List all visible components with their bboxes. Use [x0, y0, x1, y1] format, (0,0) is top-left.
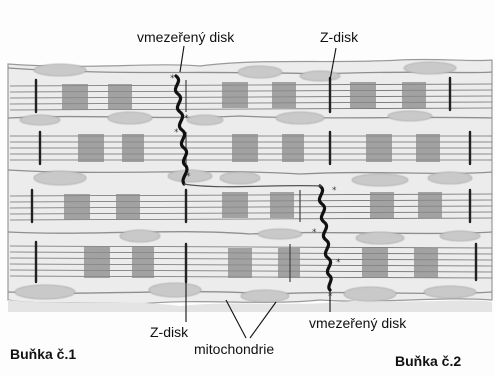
- mitochondrion: [34, 171, 86, 185]
- mitochondrion: [20, 115, 60, 125]
- label-z-disc-bottom: Z-disk: [150, 325, 188, 339]
- mitochondrion: [108, 112, 152, 124]
- mitochondrion: [428, 172, 472, 184]
- label-cell-2: Buňka č.2: [395, 354, 461, 368]
- svg-text:⁎: ⁎: [184, 111, 189, 121]
- mitochondrion: [356, 232, 404, 244]
- mitochondrion: [352, 174, 408, 186]
- mitochondrion: [276, 112, 324, 124]
- mitochondrion: [120, 230, 160, 242]
- mitochondrion: [241, 290, 289, 302]
- mitochondrion: [220, 172, 260, 184]
- label-intercalated-disc-bottom: vmezeřený disk: [309, 316, 406, 330]
- mitochondrion: [404, 62, 456, 74]
- svg-text:⁎: ⁎: [332, 183, 337, 193]
- mitochondrion: [344, 287, 396, 301]
- mitochondrion: [440, 231, 480, 241]
- label-cell-1: Buňka č.1: [10, 347, 76, 361]
- mitochondrion: [388, 111, 432, 121]
- mitochondrion: [238, 66, 282, 78]
- mitochondrion: [15, 285, 75, 299]
- svg-text:⁎: ⁎: [174, 125, 179, 135]
- mitochondrion: [258, 229, 302, 239]
- mitochondrion: [34, 64, 86, 76]
- mitochondrion: [187, 115, 223, 125]
- label-z-disc-top: Z-disk: [320, 30, 358, 44]
- label-intercalated-disc-top: vmezeřený disk: [137, 30, 234, 44]
- mitochondrion: [300, 71, 340, 81]
- svg-text:⁎: ⁎: [312, 225, 317, 235]
- mitochondrion: [149, 283, 201, 297]
- svg-text:⁎: ⁎: [186, 169, 191, 179]
- svg-text:⁎: ⁎: [336, 255, 341, 265]
- label-mitochondria: mitochondrie: [194, 342, 274, 356]
- svg-text:⁎: ⁎: [170, 71, 175, 81]
- mitochondrion: [424, 286, 476, 298]
